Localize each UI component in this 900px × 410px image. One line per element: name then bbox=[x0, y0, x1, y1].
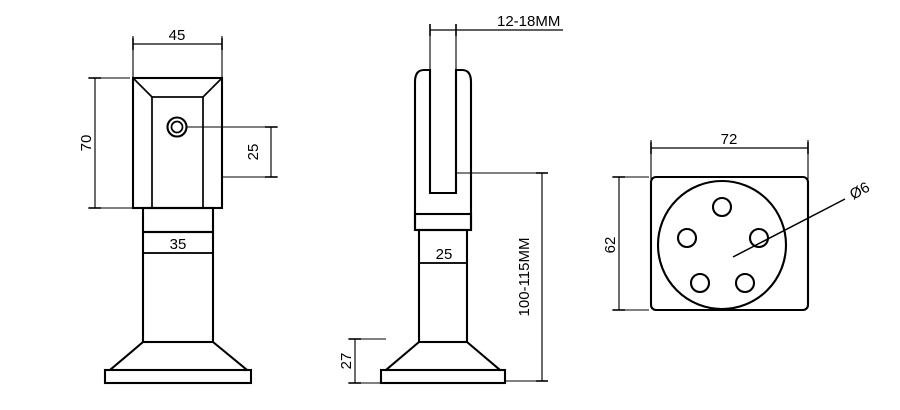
dim-45-label: 45 bbox=[169, 27, 186, 44]
chamfer-line-top-right bbox=[202, 77, 223, 98]
dim-62-label: 62 bbox=[602, 237, 619, 254]
dim-35: 35 bbox=[142, 236, 214, 259]
dim-70-label: 70 bbox=[78, 135, 95, 152]
dim-d6-leader-line bbox=[732, 198, 846, 258]
mounting-hole-inner bbox=[170, 120, 184, 134]
base-plate-square bbox=[649, 175, 810, 312]
bolt-hole bbox=[689, 272, 711, 294]
dim-25-shaft: 25 bbox=[418, 246, 468, 269]
bolt-hole bbox=[734, 272, 756, 294]
bolt-hole bbox=[748, 227, 770, 249]
front-view: 45 70 25 35 bbox=[78, 27, 278, 385]
dim-100-115-label: 100-115MM bbox=[516, 238, 533, 317]
dim-12-18-label: 12-18MM bbox=[497, 13, 560, 30]
dim-72: 72 bbox=[650, 131, 809, 179]
top-block-inner-face bbox=[151, 96, 204, 209]
dim-25-hole: 25 bbox=[186, 126, 278, 178]
dim-70: 70 bbox=[78, 77, 140, 209]
side-foot-cone bbox=[383, 340, 503, 372]
bolt-circle bbox=[656, 179, 788, 311]
dim-d6-label: Ø6 bbox=[847, 179, 873, 204]
dim-35-label: 35 bbox=[170, 236, 187, 253]
dim-27: 27 bbox=[338, 338, 386, 384]
bolt-hole bbox=[711, 196, 733, 218]
dim-25-hole-label: 25 bbox=[245, 144, 262, 161]
side-foot-base bbox=[379, 368, 507, 385]
dim-12-18: 12-18MM bbox=[429, 13, 563, 72]
shaft-collar bbox=[141, 206, 215, 234]
dim-45: 45 bbox=[132, 27, 223, 80]
bolt-hole bbox=[676, 227, 698, 249]
side-collar bbox=[413, 212, 473, 232]
dim-100-115: 100-115MM bbox=[456, 172, 548, 382]
foot-cone bbox=[107, 340, 250, 372]
side-view: 12-18MM 25 100-115MM 27 bbox=[338, 13, 563, 385]
plan-view: 72 62 Ø6 bbox=[602, 131, 873, 312]
dim-27-label: 27 bbox=[338, 353, 355, 370]
mounting-hole-outer bbox=[166, 116, 188, 138]
dim-25-shaft-label: 25 bbox=[436, 246, 453, 263]
dim-62: 62 bbox=[602, 176, 649, 311]
dim-72-label: 72 bbox=[721, 131, 738, 148]
chamfer-line-top-left bbox=[132, 77, 153, 98]
foot-base bbox=[103, 368, 253, 385]
u-slot-body bbox=[413, 68, 473, 232]
